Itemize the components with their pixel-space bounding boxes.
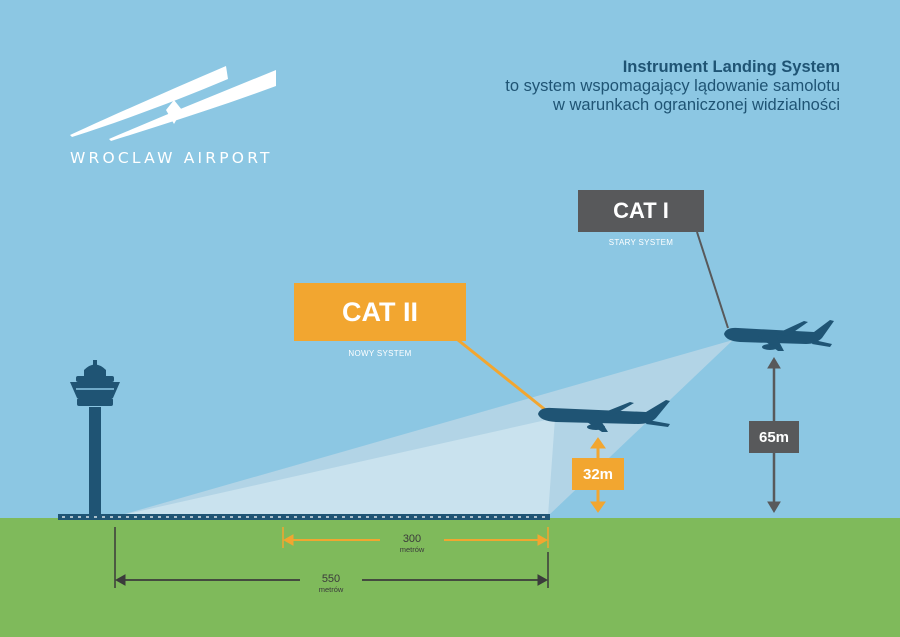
ground bbox=[0, 518, 900, 637]
airport-name: WROCLAW AIRPORT bbox=[70, 149, 273, 167]
airplane-icon bbox=[538, 400, 670, 432]
cat2-sublabel: NOWY SYSTEM bbox=[348, 349, 412, 358]
runway bbox=[58, 514, 550, 520]
cat2-beam bbox=[118, 418, 555, 516]
distance-300-label: 300 metrów bbox=[392, 533, 432, 554]
page-subtitle-line2: w warunkach ograniczonej widzialności bbox=[552, 96, 840, 114]
airplane-icon bbox=[724, 320, 834, 351]
airport-logo-icon bbox=[70, 66, 276, 141]
distance-550-unit: metrów bbox=[318, 585, 344, 594]
cat1-height-label: 65m bbox=[749, 421, 799, 453]
header: Instrument Landing System to system wspo… bbox=[505, 57, 840, 115]
distance-300-line bbox=[282, 527, 549, 548]
cat2-leader-line bbox=[457, 338, 549, 414]
cat2-label: CAT II bbox=[294, 283, 466, 341]
distance-550-label: 550 metrów bbox=[311, 573, 351, 594]
page-title: Instrument Landing System bbox=[622, 58, 840, 76]
cat1-leader-line bbox=[696, 231, 729, 329]
cat2-height-label: 32m bbox=[572, 458, 624, 490]
distance-300-unit: metrów bbox=[399, 545, 425, 554]
page-subtitle-line1: to system wspomagający lądowanie samolot… bbox=[505, 77, 840, 95]
distance-550-line bbox=[114, 527, 549, 588]
distance-550-value: 550 bbox=[321, 573, 341, 585]
control-tower-icon bbox=[70, 360, 120, 515]
cat1-label: CAT I bbox=[578, 190, 704, 232]
distance-300-value: 300 bbox=[402, 533, 422, 545]
cat1-sublabel: STARY SYSTEM bbox=[608, 238, 674, 247]
